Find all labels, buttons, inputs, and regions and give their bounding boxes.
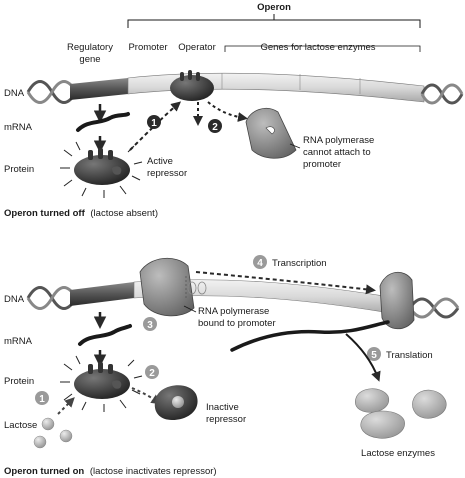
dna-label-top: DNA — [4, 88, 25, 99]
operator-label: Operator — [178, 42, 216, 53]
svg-text:2: 2 — [149, 368, 155, 379]
protein-label-top: Protein — [4, 164, 34, 175]
svg-text:2: 2 — [212, 122, 218, 133]
mrna-strand-bottom — [78, 324, 132, 346]
inactivation-arrow — [131, 387, 162, 405]
lactose-enzymes-label: Lactose enzymes — [361, 448, 435, 459]
mrna-label-bottom: mRNA — [4, 336, 33, 347]
regulatory-gene-segment-bottom — [70, 282, 134, 306]
regulatory-gene-segment — [70, 78, 128, 100]
dna-helix-left-top — [26, 80, 78, 104]
repressor-bottom — [60, 355, 143, 412]
inactive-repressor — [154, 385, 198, 420]
regulatory-gene-label-2: gene — [79, 54, 100, 65]
genes-label: Genes for lactose enzymes — [260, 42, 375, 53]
step5-badge: 5 — [367, 347, 381, 361]
dna-helix-right-top — [420, 83, 464, 105]
dna-helix-right-bottom — [408, 297, 460, 319]
caption-top: Operon turned off (lactose absent) — [4, 208, 158, 219]
rnap-note-line2: cannot attach to — [303, 147, 371, 158]
inactive-label-2: repressor — [206, 414, 246, 425]
repressor-on-operator — [170, 70, 214, 101]
regulatory-gene-label: Regulatory — [67, 42, 113, 53]
step2-badge-top: 2 — [208, 119, 222, 133]
lactose-arrow — [57, 397, 75, 415]
bottom-panel: DNA 4 Transcription RNA polymerase bound… — [4, 255, 460, 477]
operon-bracket — [127, 14, 421, 28]
top-panel: Operon Regulatory gene Promoter Operator… — [4, 2, 464, 219]
dna-label-bottom: DNA — [4, 294, 25, 305]
step3-badge: 3 — [143, 317, 157, 331]
active-repressor-top — [60, 141, 143, 198]
svg-text:1: 1 — [39, 394, 45, 405]
mrna-transcript-bottom — [230, 320, 390, 352]
rnap-note-line3: promoter — [303, 159, 341, 170]
dna-helix-left-bottom — [26, 286, 78, 310]
rnap-note-line1: RNA polymerase — [303, 135, 374, 146]
svg-text:5: 5 — [371, 350, 377, 361]
transcription-arrow — [195, 271, 376, 295]
rnap-bound-line2: bound to promoter — [198, 318, 276, 329]
mrna-label-top: mRNA — [4, 122, 33, 133]
lactose-label: Lactose — [4, 420, 37, 431]
lactose-enzymes — [355, 388, 447, 439]
svg-text:1: 1 — [151, 118, 157, 129]
transcription-label: Transcription — [272, 258, 327, 269]
step2-badge-bottom: 2 — [145, 365, 159, 379]
rna-polymerase-transcribing — [379, 272, 415, 330]
rna-polymerase-bound — [139, 258, 207, 317]
protein-label-bottom: Protein — [4, 376, 34, 387]
caption-bottom: Operon turned on (lactose inactivates re… — [4, 466, 217, 477]
svg-text:4: 4 — [257, 258, 263, 269]
mrna-strand-top — [76, 112, 130, 132]
lactose-molecules — [33, 417, 73, 449]
inactive-label-1: Inactive — [206, 402, 239, 413]
active-repressor-label: Active — [147, 156, 173, 167]
active-repressor-label-2: repressor — [147, 168, 187, 179]
rnap-bound-line1: RNA polymerase — [198, 306, 269, 317]
step1-badge-bottom: 1 — [35, 391, 49, 405]
promoter-label: Promoter — [128, 42, 167, 53]
operon-label: Operon — [257, 2, 291, 13]
step4-badge: 4 — [253, 255, 267, 269]
translation-label: Translation — [386, 350, 433, 361]
rna-polymerase-unbound — [245, 108, 297, 159]
svg-text:3: 3 — [147, 320, 153, 331]
translation-arrow — [345, 333, 381, 382]
step1-badge-top: 1 — [147, 115, 161, 129]
